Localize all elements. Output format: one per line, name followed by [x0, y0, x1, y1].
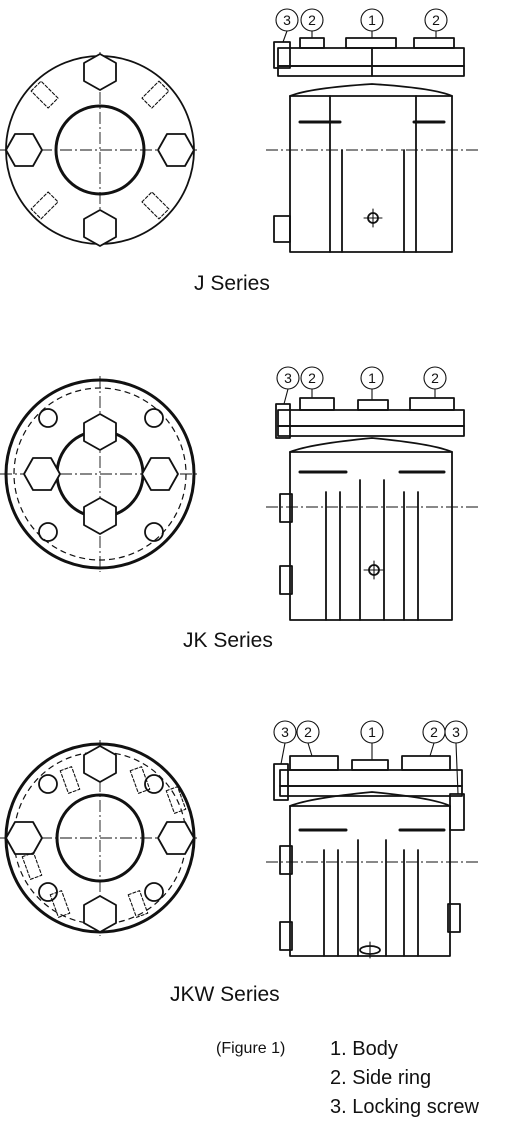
legend-block: (Figure 1) 1. Body 2. Side ring 3. Locki… [216, 1038, 480, 1118]
jk-series-side-view [266, 397, 480, 621]
jkw-callout-2b: 2 [430, 724, 438, 740]
legend-item-side-ring: 2. Side ring [330, 1067, 431, 1089]
jkw-series-front-view [0, 740, 200, 936]
legend-item-body: 1. Body [330, 1038, 398, 1060]
jkw-callout-3a: 3 [281, 724, 289, 740]
j-callout-2b: 2 [432, 12, 440, 28]
jk-callout-1: 1 [368, 370, 376, 386]
j-callout-1: 1 [368, 12, 376, 28]
j-series-caption: J Series [194, 272, 270, 295]
jk-series-callouts: 3 2 1 2 [276, 366, 447, 405]
jk-callout-2b: 2 [431, 370, 439, 386]
jkw-callout-2a: 2 [304, 724, 312, 740]
jk-series-caption: JK Series [183, 629, 273, 652]
figure-label: (Figure 1) [216, 1040, 285, 1057]
jk-callout-3: 3 [284, 370, 292, 386]
jk-series-group: 3 2 1 2 JK Series [0, 366, 480, 652]
jkw-series-caption: JKW Series [170, 983, 280, 1006]
j-series-side-view [266, 37, 480, 253]
jk-series-front-view [0, 376, 200, 572]
legend-item-locking-screw: 3. Locking screw [330, 1096, 480, 1118]
j-callout-2a: 2 [308, 12, 316, 28]
j-series-group: 3 2 1 2 J Series [0, 8, 480, 295]
jkw-series-side-view [266, 755, 480, 959]
jk-callout-2a: 2 [308, 370, 316, 386]
j-callout-3: 3 [283, 12, 291, 28]
jkw-series-callouts: 3 2 1 2 3 [273, 720, 468, 795]
jkw-callout-3b: 3 [452, 724, 460, 740]
jkw-callout-1: 1 [368, 724, 376, 740]
j-series-callouts: 3 2 1 2 [275, 8, 448, 43]
j-series-front-view [0, 52, 200, 247]
jkw-series-group: 3 2 1 2 3 JKW Series [0, 720, 480, 1006]
